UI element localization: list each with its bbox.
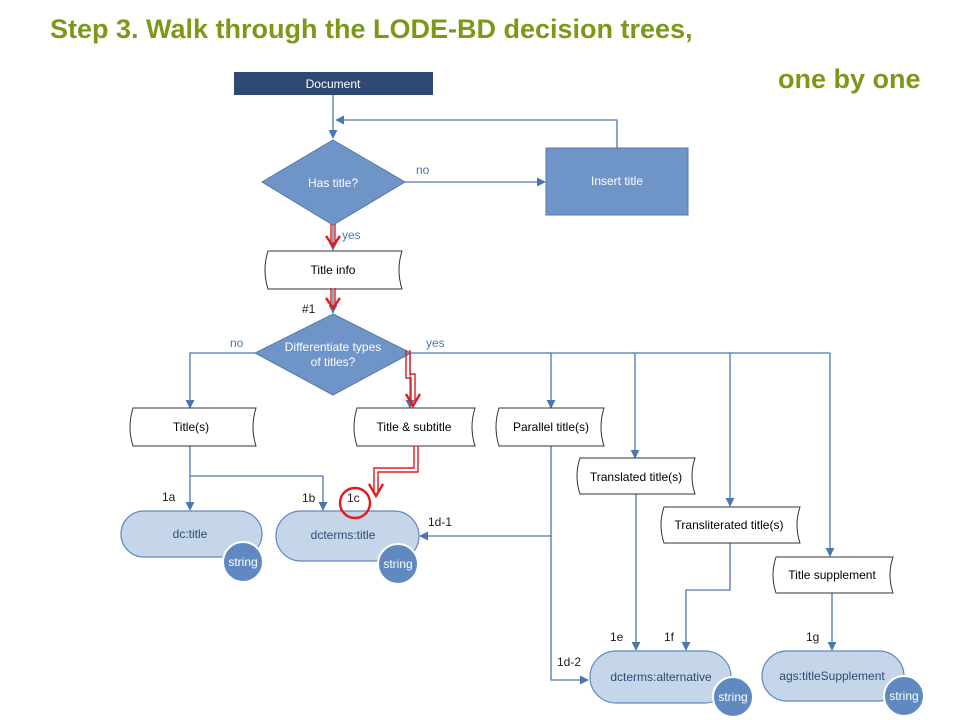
highlight-path — [325, 224, 422, 520]
title-supplement-shape — [772, 556, 894, 594]
highlight-arrow-1-head — [325, 235, 341, 249]
connector-differentiate-no — [185, 352, 255, 409]
highlight-arrow-2-head — [325, 297, 341, 311]
dc-title-terminal — [120, 510, 263, 558]
string-badge-ags-title-supplement — [883, 675, 925, 717]
dcterms-alternative-label: dcterms:alternative — [610, 670, 712, 684]
has-title-diamond — [261, 139, 406, 226]
title-subtitle-shape — [353, 407, 476, 447]
string-badge-dcterms-title-label: string — [383, 557, 412, 571]
connector-insert-title-loop — [335, 115, 618, 148]
label-1g: 1g — [806, 630, 819, 644]
highlight-arrow-4-a — [373, 446, 415, 492]
label-no-1: no — [416, 163, 430, 177]
label-yes-2: yes — [426, 336, 445, 350]
label-yes-1: yes — [342, 228, 361, 242]
title-info-label: Title info — [311, 263, 356, 277]
label-1e: 1e — [610, 630, 624, 644]
highlight-arrow-4-head — [367, 483, 385, 499]
connector-1f — [681, 543, 731, 651]
label-1c: 1c — [347, 491, 360, 505]
label-1b: 1b — [302, 491, 316, 505]
highlight-circle-1c — [338, 486, 372, 520]
dcterms-title-label: dcterms:title — [311, 528, 376, 542]
transliterated-titles-shape — [660, 506, 801, 544]
document-label: Document — [306, 77, 361, 91]
differentiate-diamond — [253, 313, 413, 396]
title-subtitle-label: Title & subtitle — [377, 420, 452, 434]
translated-titles-label: Translated title(s) — [590, 470, 682, 484]
insert-title-box — [545, 147, 689, 216]
highlight-arrow-4-b — [377, 446, 419, 492]
title-supplement-label: Title supplement — [788, 568, 876, 582]
string-badge-dcterms-title — [377, 543, 419, 585]
label-1d-1: 1d-1 — [428, 515, 452, 529]
label-1a: 1a — [162, 490, 176, 504]
differentiate-label-line1: Differentiate types — [285, 340, 382, 354]
dc-title-label: dc:title — [173, 527, 208, 541]
document-box — [234, 72, 433, 95]
string-badge-dc-title-label: string — [228, 555, 257, 569]
label-no-2: no — [230, 336, 244, 350]
parallel-titles-shape — [495, 407, 605, 447]
titles-shape — [129, 407, 257, 447]
ags-title-supplement-label: ags:titleSupplement — [779, 669, 885, 683]
connector-1b — [190, 475, 328, 511]
parallel-titles-label: Parallel title(s) — [513, 420, 589, 434]
label-1d-2: 1d-2 — [557, 655, 581, 669]
label-step-1: #1 — [302, 302, 316, 316]
string-badge-ags-title-supplement-label: string — [889, 689, 918, 703]
string-badge-dc-title — [222, 541, 264, 583]
transliterated-titles-label: Transliterated title(s) — [675, 518, 784, 532]
titles-label: Title(s) — [173, 420, 209, 434]
title-info-shape — [264, 250, 403, 290]
highlight-arrow-3-head — [404, 393, 422, 409]
page-title: Step 3. Walk through the LODE-BD decisio… — [50, 14, 693, 44]
label-1f: 1f — [664, 630, 675, 644]
insert-title-label: Insert title — [591, 174, 643, 188]
translated-titles-shape — [576, 457, 696, 495]
highlight-arrow-3-a — [405, 350, 412, 402]
connector-1d-2 — [550, 536, 589, 685]
highlight-arrow-3-b — [409, 350, 416, 402]
dcterms-title-terminal — [275, 510, 420, 562]
differentiate-label-line2: of titles? — [311, 355, 356, 369]
has-title-label: Has title? — [308, 176, 358, 190]
page-subtitle: one by one — [778, 64, 921, 94]
string-badge-dcterms-alternative — [712, 676, 754, 718]
string-badge-dcterms-alternative-label: string — [718, 690, 747, 704]
